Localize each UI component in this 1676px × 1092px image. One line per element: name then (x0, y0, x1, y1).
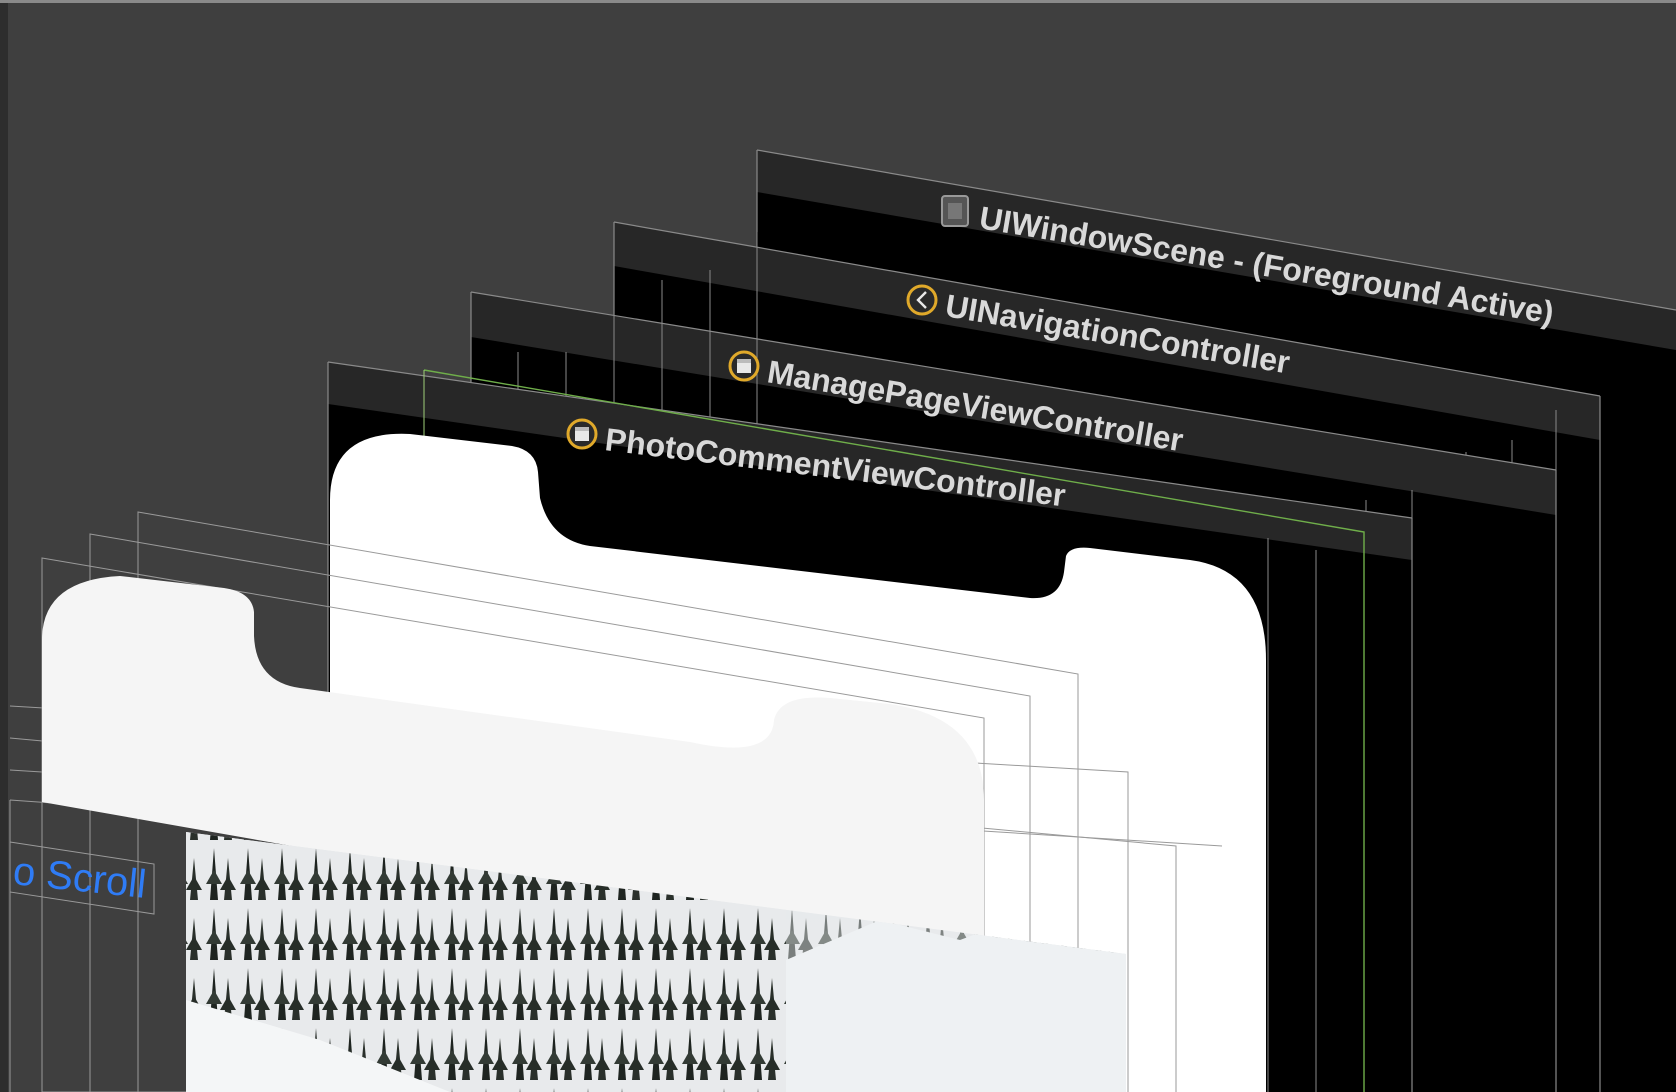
scroll-button[interactable]: o Scroll (9, 841, 155, 915)
front-view-panel[interactable] (42, 576, 984, 968)
canvas-top-border (0, 0, 1676, 3)
view-controller-icon (728, 350, 760, 382)
svg-text:o Scroll: o Scroll (11, 849, 148, 907)
view-controller-icon (566, 418, 598, 450)
navigation-controller-icon (906, 284, 938, 316)
canvas-left-gutter (0, 0, 8, 1092)
window-scene-icon (941, 195, 969, 227)
